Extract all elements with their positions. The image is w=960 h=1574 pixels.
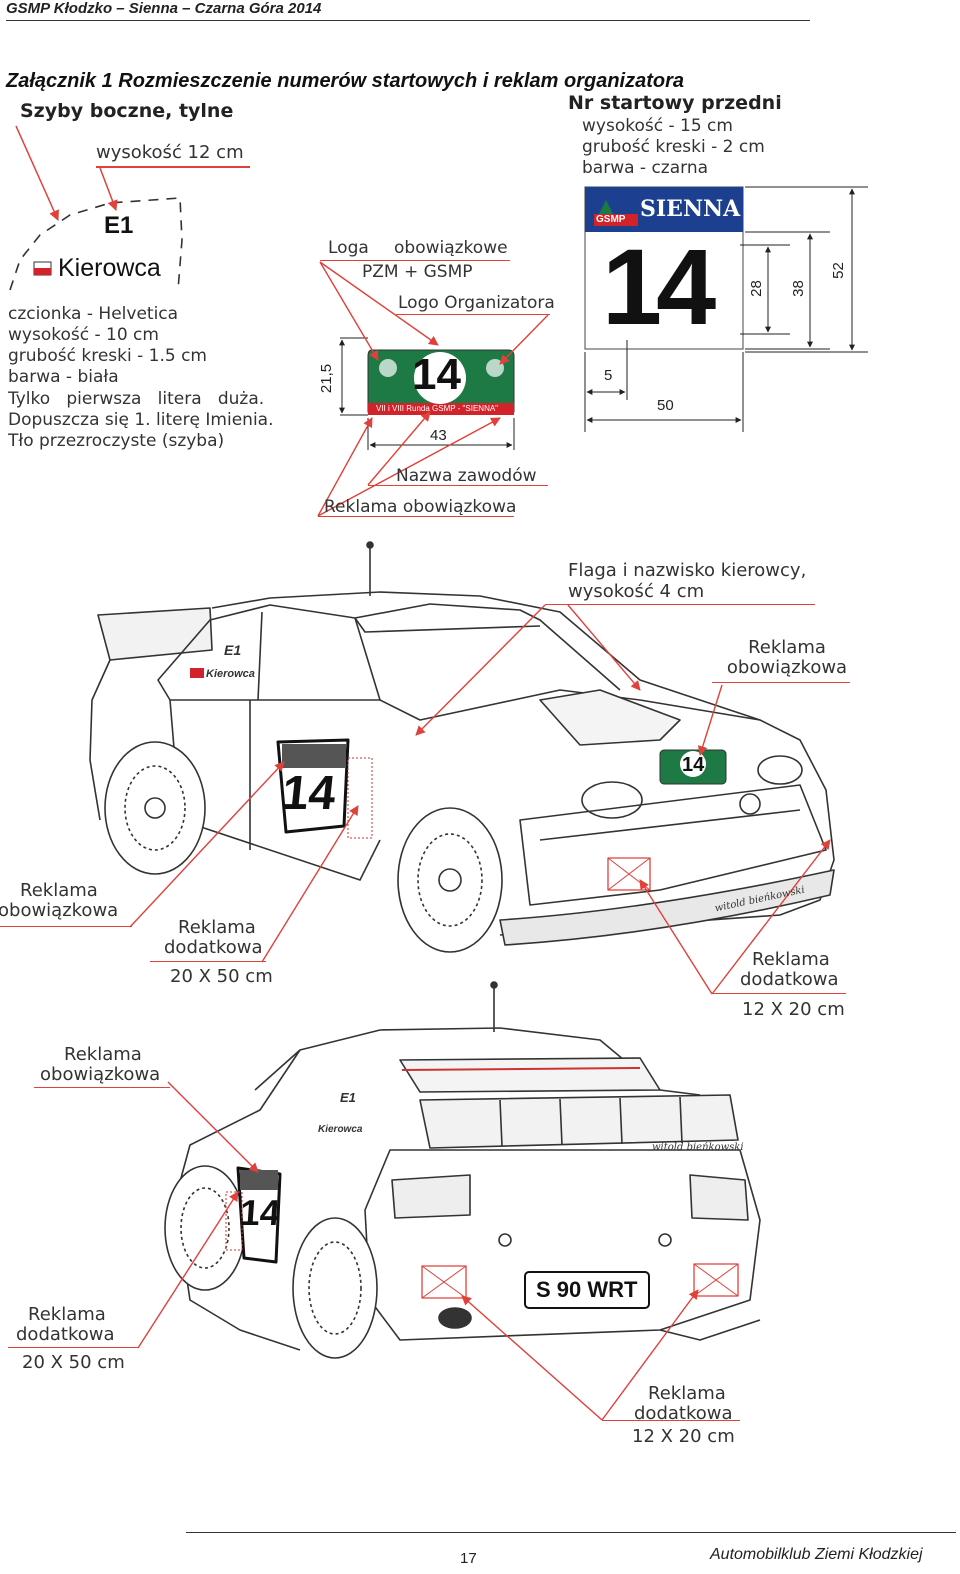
label-underline: [545, 604, 815, 605]
car2-mandatory-2: obowiązkowa: [40, 1064, 161, 1085]
side-window-spec-7: Tło przezroczyste (szyba): [8, 431, 225, 451]
front-number-card: [584, 186, 868, 432]
car2-door-number: 14: [238, 1192, 282, 1233]
car2-extra-bumper-3: 12 X 20 cm: [632, 1426, 735, 1447]
front-number-spec-3: barwa - czarna: [582, 158, 709, 178]
label-underline: [8, 1347, 138, 1348]
dim-28: 28: [747, 280, 765, 297]
side-window-class-code: E1: [104, 212, 134, 239]
label-underline: [396, 314, 550, 315]
front-number-spec-2: grubość kreski - 2 cm: [582, 137, 765, 157]
car1-hood-number: 14: [682, 754, 705, 776]
car1-mandatory-right-2: obowiązkowa: [726, 657, 848, 678]
car1-mandatory-left-2: obowiązkowa: [0, 900, 119, 921]
car1-window-name: Kierowca: [206, 668, 255, 680]
plate-event-name-label: Nazwa zawodów: [396, 466, 537, 486]
car1-extra-bumper-3: 12 X 20 cm: [742, 999, 845, 1020]
label-underline: [712, 682, 850, 683]
car-rear-view: [164, 981, 761, 1359]
car-front-view: [89, 541, 835, 953]
footer-rule: [186, 1532, 956, 1533]
car2-extra-bumper-2: dodatkowa: [634, 1403, 733, 1424]
label-underline: [602, 1420, 740, 1421]
front-card-brand-small: GSMP: [596, 214, 626, 225]
label-underline: [320, 260, 510, 261]
side-window-spec-4: barwa - biała: [8, 367, 119, 387]
car2-mandatory-1: Reklama: [64, 1044, 142, 1065]
header-rule: [6, 20, 810, 21]
plate-dim-width: 43: [430, 427, 447, 444]
side-windows-height-label: wysokość 12 cm: [96, 142, 244, 163]
side-windows-heading: Szyby boczne, tylne: [20, 100, 234, 122]
car2-extra-bumper-1: Reklama: [648, 1383, 726, 1404]
car1-door-number: 14: [279, 767, 339, 820]
car2-license-plate: S 90 WRT: [536, 1277, 638, 1302]
running-header: GSMP Kłodzko – Sienna – Czarna Góra 2014: [6, 0, 322, 17]
car2-extra-door-1: Reklama: [28, 1304, 106, 1325]
label-underline: [96, 166, 250, 168]
car2-signature: witold bieńkowski: [652, 1142, 744, 1153]
dim-38: 38: [789, 280, 807, 297]
front-card-brand-big: SIENNA: [640, 196, 741, 222]
side-window-spec-1: czcionka - Helvetica: [8, 304, 179, 324]
side-window-spec-6: Dopuszcza się 1. literę Imienia.: [8, 410, 274, 430]
car1-extra-door-2: dodatkowa: [164, 937, 263, 958]
plate-dim-height: 21,5: [318, 363, 336, 394]
side-window-sample: [9, 197, 183, 291]
dim-52: 52: [829, 262, 847, 279]
car1-window-code: E1: [224, 642, 242, 658]
front-card-number: 14: [602, 226, 716, 347]
page-number: 17: [460, 1550, 477, 1567]
footer-club-name: Automobilklub Ziemi Kłodzkiej: [710, 1546, 923, 1563]
side-window-spec-3: grubość kreski - 1.5 cm: [8, 346, 207, 366]
plate-logos-label-a: Loga: [328, 238, 369, 258]
dim-5: 5: [604, 367, 613, 384]
car1-mandatory-left-1: Reklama: [20, 880, 98, 901]
front-number-heading: Nr startowy przedni: [568, 92, 782, 114]
car2-window-name: Kierowca: [318, 1124, 363, 1135]
plate-logos-label-c: PZM + GSMP: [362, 262, 473, 282]
label-underline: [712, 993, 846, 994]
label-underline: [318, 516, 514, 517]
plate-number: 14: [412, 350, 461, 399]
car1-flag-label-1: Flaga i nazwisko kierowcy,: [568, 560, 807, 581]
label-underline: [34, 1087, 170, 1088]
car1-mandatory-right-1: Reklama: [748, 637, 826, 658]
label-underline: [368, 485, 548, 486]
car2-window-code: E1: [340, 1090, 356, 1105]
car2-extra-door-3: 20 X 50 cm: [22, 1352, 125, 1373]
document-title: Załącznik 1 Rozmieszczenie numerów start…: [6, 70, 684, 92]
car2-extra-door-2: dodatkowa: [16, 1324, 115, 1345]
label-underline: [0, 926, 132, 927]
plate-mandatory-ad-label: Reklama obowiązkowa: [324, 497, 517, 517]
plate-organizer-logo-label: Logo Organizatora: [398, 293, 555, 313]
dim-50: 50: [657, 397, 674, 414]
plate-logos-label-b: obowiązkowe: [394, 238, 508, 258]
rally-plate-sample: [339, 337, 515, 450]
plate-strip-text: VII i VIII Runda GSMP - "SIENNA": [376, 404, 499, 413]
front-number-spec-1: wysokość - 15 cm: [582, 116, 733, 136]
car1-extra-door-1: Reklama: [178, 917, 256, 938]
car1-extra-bumper-1: Reklama: [752, 949, 830, 970]
side-window-driver-name: Kierowca: [58, 254, 161, 282]
side-window-spec-5: Tylko pierwsza litera duża.: [8, 389, 265, 409]
label-underline: [150, 961, 266, 962]
car1-extra-bumper-2: dodatkowa: [740, 969, 839, 990]
car1-flag-label-2: wysokość 4 cm: [568, 581, 705, 602]
car1-extra-door-3: 20 X 50 cm: [170, 966, 273, 987]
side-window-spec-2: wysokość - 10 cm: [8, 325, 159, 345]
